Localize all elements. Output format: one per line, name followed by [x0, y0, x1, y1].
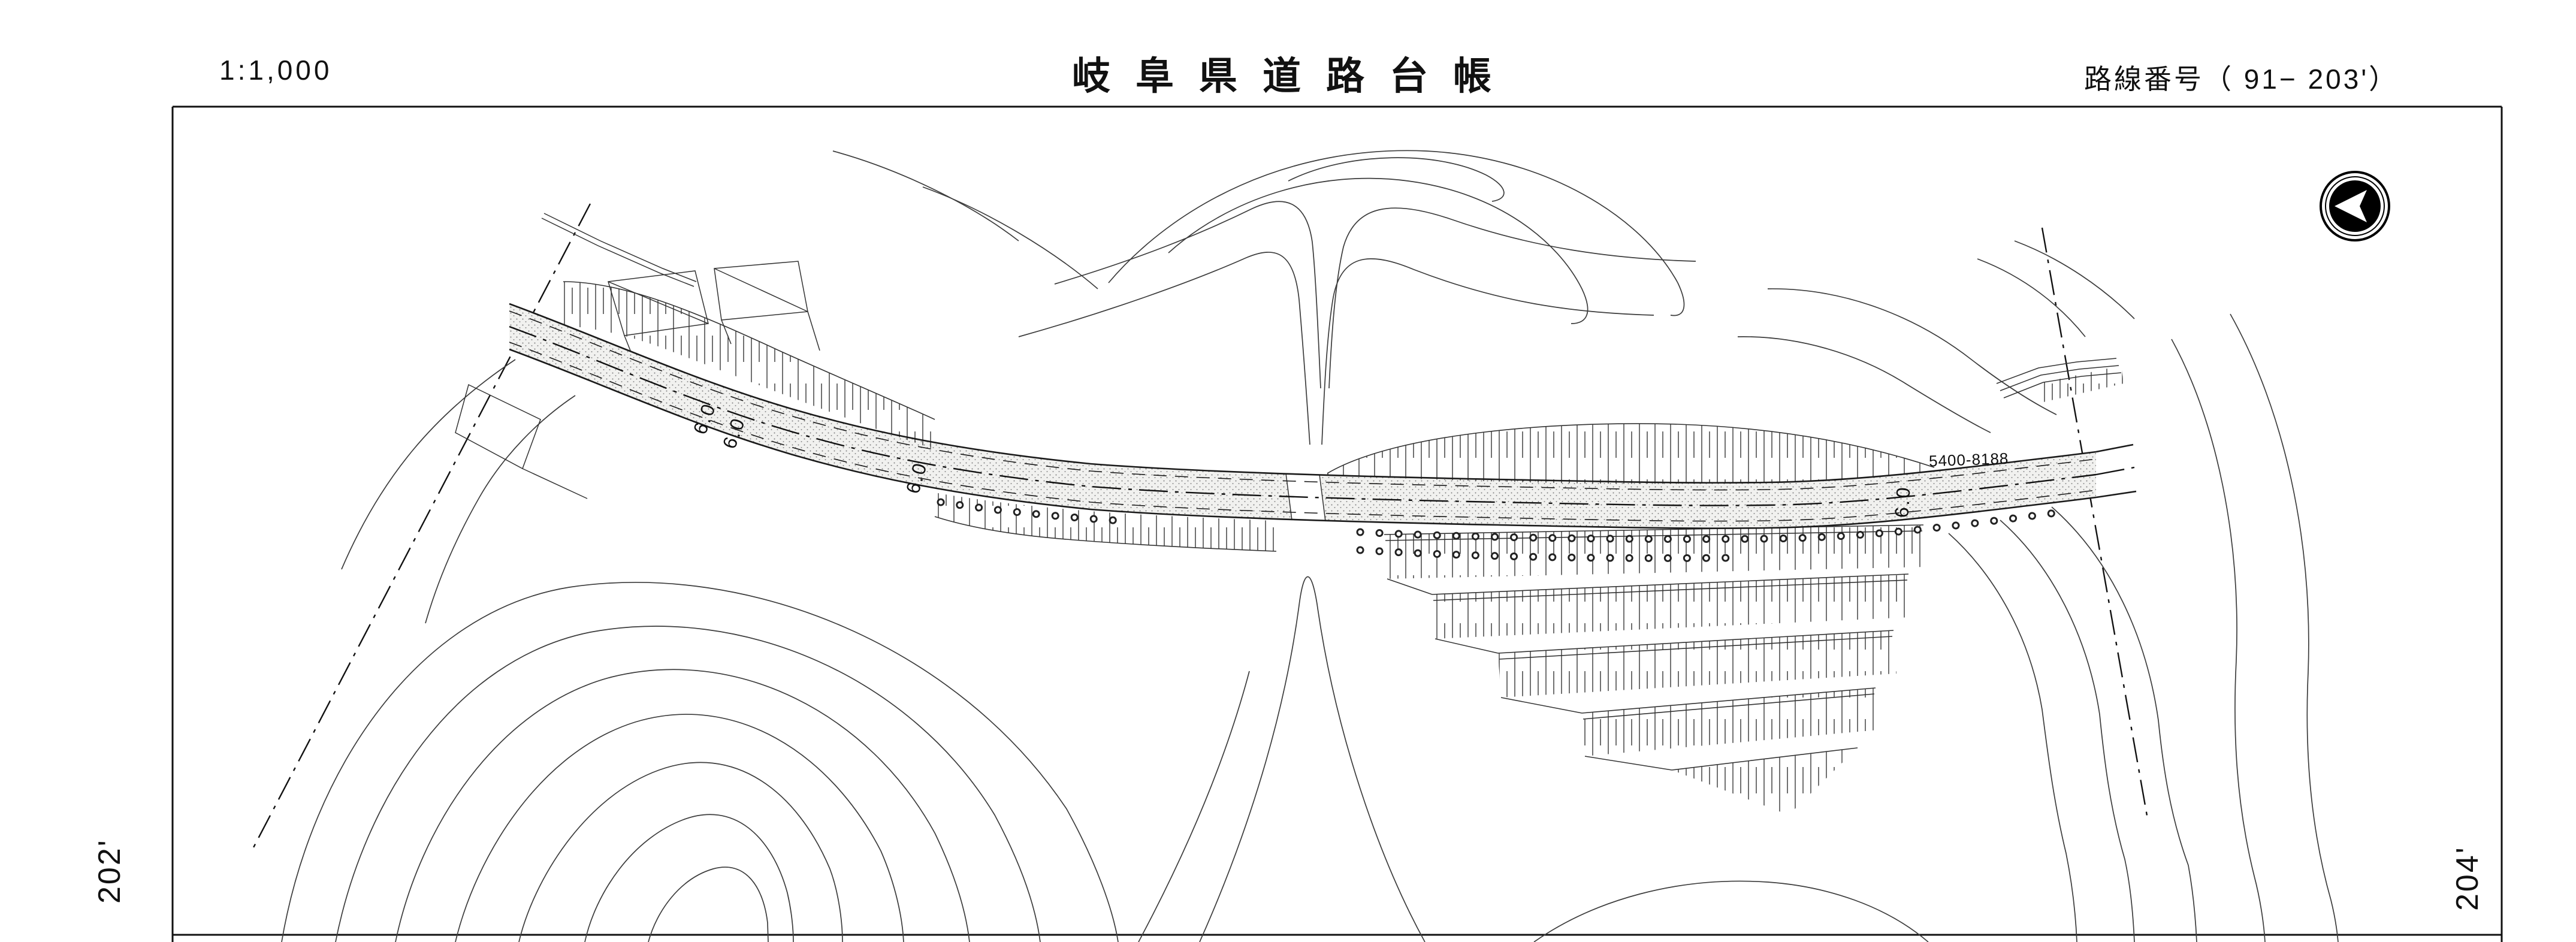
adjacent-sheet-label-left: 202' [92, 838, 127, 904]
road-centerline [509, 325, 2097, 506]
sheet-boundary-lines [250, 203, 2149, 852]
map-frame [171, 105, 2503, 942]
contour-lines [281, 150, 2339, 942]
guardrail-chains [937, 498, 2059, 562]
station-label: 5400-8188 [1929, 449, 2009, 470]
road-lines [509, 303, 2137, 529]
adjacent-sheet-label-right: 204' [2450, 846, 2485, 911]
road [509, 304, 2096, 529]
map-labels: 6.0 6.0 6.0 6.0 5400-8188 202' 204' [92, 400, 2485, 911]
page-title: 岐阜県道路台帳 [1072, 55, 1517, 98]
route-number-label: 路線番号（ 91− 203'） [2084, 64, 2399, 95]
scale-label: 1:1,000 [219, 55, 333, 86]
road-width-label: 6.0 [1891, 485, 1914, 518]
terrace-embankments [1384, 524, 1926, 815]
road-surface [509, 304, 2096, 529]
north-arrow-icon [2320, 171, 2390, 241]
